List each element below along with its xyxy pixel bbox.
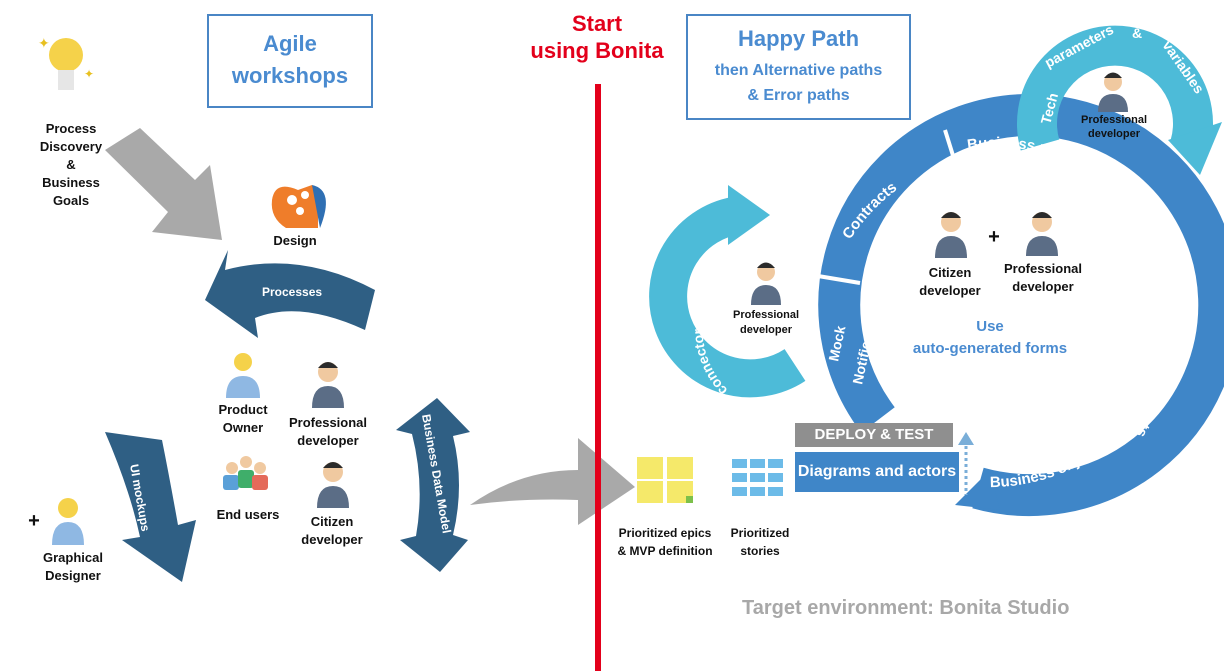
agile-line2: workshops <box>231 63 349 88</box>
happy-path-line3: & Error paths <box>747 87 850 104</box>
epics-line1: Prioritized epics <box>618 526 712 540</box>
rc-line2: developer <box>919 283 981 298</box>
ring-citizen-label: Citizen developer <box>910 264 990 300</box>
ring-citizen-icon <box>935 212 967 258</box>
uf-line1: Use <box>976 318 1004 335</box>
svg-text:Variables: Variables <box>1144 245 1175 314</box>
label-amp: & <box>1132 25 1142 41</box>
happy-path-line2: then Alternative paths <box>714 62 883 79</box>
epics-label: Prioritized epics & MVP definition <box>603 524 727 560</box>
rp-line1: Professional <box>1003 261 1083 276</box>
po-line2: Owner <box>222 420 264 435</box>
product-owner-label: Product Owner <box>208 401 278 437</box>
start-using-bonita: Start using Bonita <box>512 10 682 64</box>
label-tech: Tech <box>1037 91 1061 126</box>
design-label: Design <box>273 233 317 248</box>
plus-sign-left: + <box>28 510 40 532</box>
epics-line2: & MVP definition <box>617 544 713 558</box>
gd-line1: Graphical <box>43 550 103 565</box>
mock-connectors-loop <box>649 196 806 398</box>
ring-professional-label: Professional developer <box>998 260 1088 296</box>
rp-line2: developer <box>1012 279 1074 294</box>
tech-dev-icon <box>1098 72 1128 112</box>
lightbulb-icon: ✦ ✦ <box>38 35 94 90</box>
rc-line1: Citizen <box>928 265 972 280</box>
use-forms-label: Use auto-generated forms <box>900 316 1080 360</box>
professional-developer-icon <box>312 362 344 408</box>
ring-professional-icon <box>1026 212 1058 256</box>
product-owner-icon <box>226 353 260 398</box>
uf-line2: auto-generated forms <box>912 340 1068 357</box>
ui-mockups-arrow <box>105 432 196 582</box>
end-users-label: End users <box>216 507 280 522</box>
pd-line1: Process <box>45 121 97 136</box>
epics-sticky-notes <box>637 457 693 503</box>
mock-dev-icon <box>751 262 781 305</box>
deploy-test-banner: DEPLOY & TEST <box>795 423 953 447</box>
target-environment-label: Target environment: Bonita Studio <box>742 597 1070 619</box>
pd-line2: Discovery <box>39 139 103 154</box>
diagrams-actors-banner: Diagrams and actors <box>795 452 959 492</box>
gd-line2: Designer <box>45 568 101 583</box>
pdev-line1: Professional <box>288 415 368 430</box>
label-mock-notif-1: Mock <box>825 324 848 363</box>
design-brain-icon <box>271 185 326 228</box>
svg-text:✦: ✦ <box>38 35 50 51</box>
pd-line5: Goals <box>52 193 90 208</box>
happy-path-box: Happy Path then Alternative paths & Erro… <box>686 14 911 120</box>
stories-line1: Prioritized <box>730 526 790 540</box>
agile-line1: Agile <box>263 31 317 56</box>
start-line2: using Bonita <box>530 38 664 63</box>
tdev-line1: Professional <box>1080 114 1148 126</box>
pd-line3: & <box>66 157 76 172</box>
tdev-line2: developer <box>1088 128 1140 140</box>
happy-path-title: Happy Path <box>737 26 860 51</box>
svg-text:✦: ✦ <box>84 67 94 81</box>
process-discovery-label: Process Discovery & Business Goals <box>30 120 112 210</box>
cdev-line1: Citizen <box>310 514 354 529</box>
grey-arrow-to-start <box>470 438 635 525</box>
pdev-line2: developer <box>297 433 359 448</box>
start-line1: Start <box>571 11 623 36</box>
po-line1: Product <box>218 402 268 417</box>
graphical-designer-icon <box>52 498 84 545</box>
citizen-developer-label: Citizen developer <box>292 513 372 549</box>
end-users-icon <box>223 456 268 490</box>
stories-grid <box>732 459 783 496</box>
bdm-arrow <box>396 398 470 572</box>
stories-label: Prioritized stories <box>720 524 800 560</box>
agile-workshops-box: Agile workshops <box>207 14 373 108</box>
label-processes: Processes <box>262 285 322 299</box>
graphical-designer-label: Graphical Designer <box>34 549 112 585</box>
pd-line4: Business <box>42 175 100 190</box>
main-cycle-ring <box>818 94 1224 516</box>
mdev-line2: developer <box>740 324 792 336</box>
mock-dev-label: Professional developer <box>726 308 806 338</box>
grey-arrow-to-design <box>105 128 222 240</box>
stories-line2: stories <box>740 544 780 558</box>
label-variables: Variables <box>1144 245 1175 314</box>
cdev-line2: developer <box>301 532 363 547</box>
start-line <box>595 84 601 671</box>
processes-arrow <box>205 250 375 338</box>
mdev-line1: Professional <box>732 309 800 321</box>
tech-dev-label: Professional developer <box>1074 113 1154 141</box>
plus-sign-right: + <box>988 226 1000 248</box>
tech-params-loop <box>1017 25 1213 151</box>
citizen-developer-icon <box>317 462 349 508</box>
professional-developer-label: Professional developer <box>283 414 373 450</box>
